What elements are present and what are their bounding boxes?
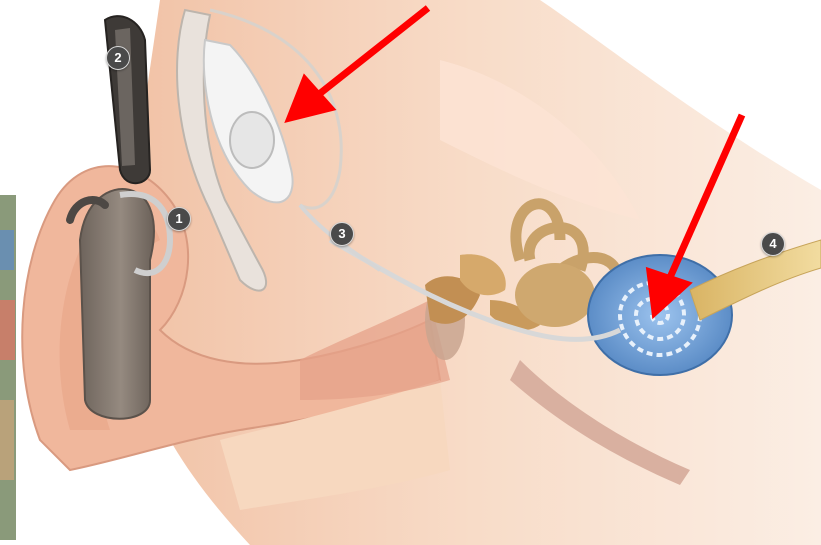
background-photo-strip (0, 195, 16, 540)
callout-badge-4: 4 (761, 232, 785, 256)
callout-badge-1: 1 (167, 207, 191, 231)
vestibule (515, 263, 595, 327)
callout-badge-2: 2 (106, 46, 130, 70)
callout-badge-3: 3 (330, 222, 354, 246)
